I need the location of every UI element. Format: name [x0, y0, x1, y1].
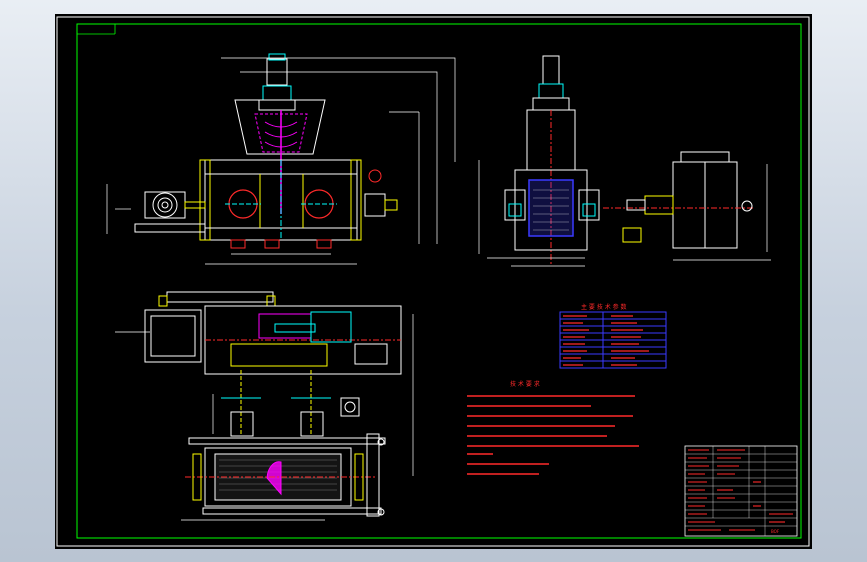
- title-block-name: BOF: [771, 529, 780, 534]
- outer-frame: [56, 16, 810, 547]
- cad-viewport[interactable]: 主 要 技 术 参 数 技 术 要 求: [55, 14, 812, 549]
- title-block: BOF: [684, 445, 798, 537]
- tech-params-title: 主 要 技 术 参 数: [581, 303, 627, 311]
- plan-view: [115, 291, 414, 521]
- side-view: [478, 55, 771, 267]
- drawing-canvas[interactable]: 主 要 技 术 参 数 技 术 要 求: [55, 14, 812, 549]
- tech-params-table: 主 要 技 术 参 数: [559, 303, 667, 369]
- tech-requirements: 技 术 要 求: [467, 380, 639, 475]
- tech-requirements-title: 技 术 要 求: [510, 380, 540, 388]
- drawing-border: [76, 23, 802, 539]
- front-view: [106, 53, 456, 265]
